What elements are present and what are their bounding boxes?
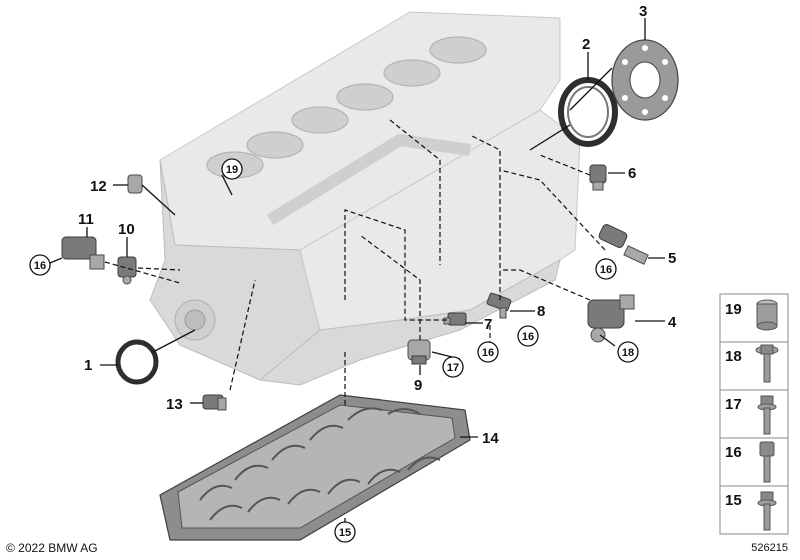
callout-circle-16-a: 16 <box>34 260 46 272</box>
callout-labels: 1 2 3 4 5 6 7 8 9 10 11 12 13 14 <box>78 3 677 447</box>
legend-label-19: 19 <box>725 301 742 318</box>
callout-11: 11 <box>78 211 94 228</box>
callout-circle-19: 19 <box>226 164 238 176</box>
hex-bolt-icon <box>757 491 777 531</box>
bedplate-part-14 <box>159 394 471 541</box>
callout-2: 2 <box>582 36 590 53</box>
legend-label-16: 16 <box>725 444 742 461</box>
callout-circle-15: 15 <box>339 527 351 539</box>
socket-head-bolt-icon <box>759 441 775 483</box>
callout-circle-16-d: 16 <box>482 347 494 359</box>
copyright-text: © 2022 BMW AG <box>6 541 98 555</box>
legend-label-17: 17 <box>725 396 742 413</box>
callout-12: 12 <box>90 178 107 195</box>
callout-9: 9 <box>414 377 422 394</box>
engine-block <box>149 11 581 386</box>
callout-14: 14 <box>482 430 499 447</box>
sensor-part-6 <box>589 164 607 191</box>
sensor-part-11 <box>61 236 105 270</box>
radial-seal-part-2 <box>558 77 618 147</box>
callout-10: 10 <box>118 221 135 238</box>
dashed-leader-lines <box>104 119 606 405</box>
circled-callouts: 19 16 16 16 16 17 18 15 <box>29 158 639 543</box>
plug-part-9 <box>407 339 431 365</box>
callout-3: 3 <box>639 3 647 20</box>
callout-7: 7 <box>484 316 492 333</box>
callout-8: 8 <box>537 303 545 320</box>
callout-circle-16-b: 16 <box>600 264 612 276</box>
callout-1: 1 <box>84 357 92 374</box>
callout-4: 4 <box>668 314 677 331</box>
callout-circle-16-c: 16 <box>522 331 534 343</box>
callout-5: 5 <box>668 250 676 267</box>
flange-bolt-icon <box>755 344 779 383</box>
document-id: 526215 <box>751 542 788 554</box>
sensor-part-10 <box>117 256 137 285</box>
collar-bolt-icon <box>757 395 777 435</box>
callout-6: 6 <box>628 165 636 182</box>
fastener-legend: 19 18 17 16 15 <box>719 293 789 535</box>
callout-13: 13 <box>166 396 183 413</box>
sensor-part-13 <box>202 394 227 411</box>
seal-ring-part-1 <box>115 339 159 385</box>
callout-circle-18: 18 <box>622 347 634 359</box>
legend-label-15: 15 <box>725 492 742 509</box>
sensor-wheel-part-3 <box>611 39 679 121</box>
control-valve-part-4 <box>587 294 635 343</box>
bushing-icon <box>756 299 778 331</box>
sensor-part-8 <box>486 292 512 319</box>
legend-label-18: 18 <box>725 348 742 365</box>
sensor-part-5 <box>598 224 649 265</box>
dowel-part-12 <box>127 174 143 194</box>
sensor-part-7 <box>443 312 467 326</box>
callout-circle-17: 17 <box>447 362 459 374</box>
